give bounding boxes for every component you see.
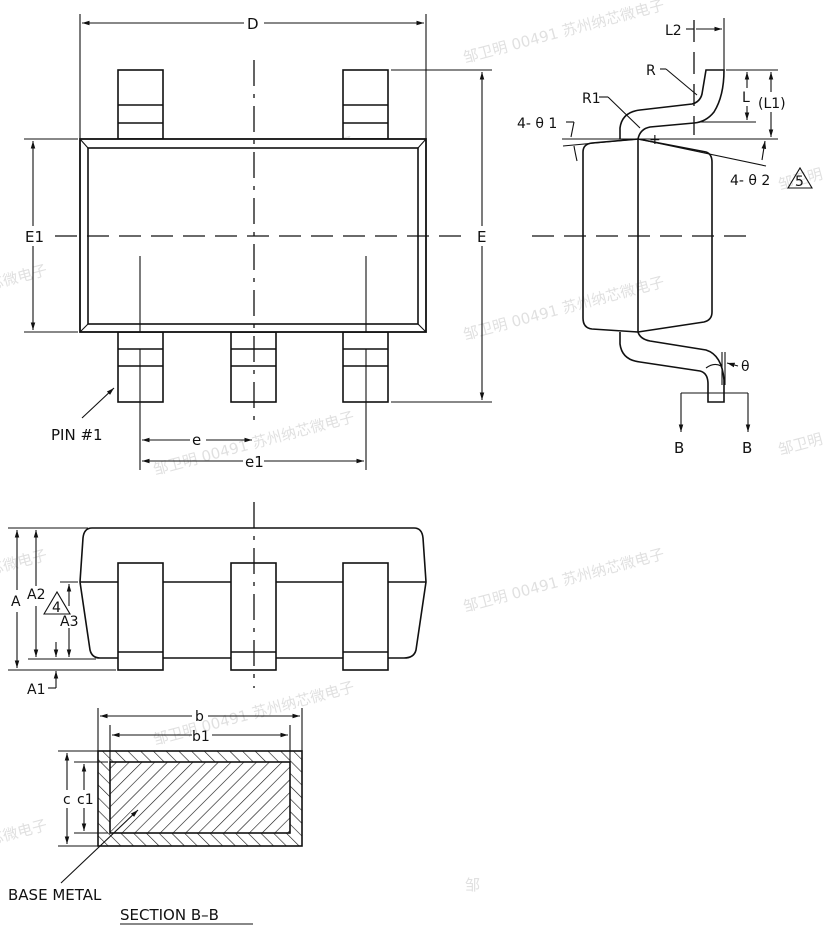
- front-lead-3: [342, 562, 389, 671]
- label-theta1: 4- θ 1: [517, 116, 557, 132]
- dim-label-E: E: [477, 228, 486, 246]
- watermark-text: 芯微电子: [0, 816, 49, 849]
- dim-label-c1: c1: [77, 792, 94, 808]
- dim-label-L: L: [742, 90, 750, 106]
- dim-label-L1: (L1): [758, 96, 786, 112]
- section-title: SECTION B–B: [120, 906, 219, 924]
- base-metal: [109, 761, 291, 834]
- watermark-text: 芯微电子: [0, 261, 49, 294]
- front-view: A A2 4 A3 A1: [8, 502, 427, 698]
- dim-label-A: A: [11, 594, 21, 610]
- label-theta2: 4- θ 2: [730, 173, 770, 189]
- watermark-text: 邹卫明: [776, 430, 824, 459]
- note-5-label: 5: [795, 174, 804, 190]
- dim-label-R1: R1: [582, 91, 601, 107]
- watermark-text: 邹: [465, 876, 480, 894]
- pin1-label: PIN #1: [51, 426, 103, 444]
- watermark-text: 邹卫明 00491 苏州纳芯微电子: [151, 678, 356, 749]
- dim-label-D: D: [247, 15, 259, 33]
- watermark-text: 邹卫明 00491 苏州纳芯微电子: [461, 0, 666, 67]
- dim-label-A3: A3: [60, 614, 78, 630]
- dim-label-b: b: [195, 709, 204, 725]
- top-pin-left: [117, 69, 164, 140]
- dim-label-A2: A2: [27, 587, 45, 603]
- note-4-label: 4: [52, 600, 61, 616]
- dim-label-b1: b1: [192, 729, 210, 745]
- section-mark-B-right: B: [742, 439, 752, 457]
- side-view: + L2 R R1 L (L1) 4- θ 1 4- θ 2 5: [517, 18, 813, 457]
- front-lead-1: [117, 562, 164, 671]
- base-metal-label: BASE METAL: [8, 886, 102, 904]
- dim-label-c: c: [63, 792, 71, 808]
- note-triangle-4: [43, 590, 71, 615]
- dim-label-E1: E1: [25, 228, 44, 246]
- note-triangle-5: [787, 166, 813, 189]
- label-theta: θ: [741, 359, 750, 375]
- watermark-text: 邹卫明 00491 苏州纳芯微电子: [461, 273, 666, 344]
- watermark-text: 邹卫明 00491 苏州纳芯微电子: [461, 545, 666, 616]
- watermark-text: 芯微电子: [0, 546, 49, 579]
- dim-label-L2: L2: [665, 23, 682, 39]
- top-pin-right: [342, 69, 389, 140]
- top-view: D E1 E e e1 PIN #1: [24, 14, 492, 471]
- dim-label-e1: e1: [245, 453, 264, 471]
- dim-label-e: e: [192, 431, 201, 449]
- section-mark-B-left: B: [674, 439, 684, 457]
- section-b-b: b b1 c c1 BASE METAL SECTION B–B: [8, 708, 303, 925]
- svg-text:+: +: [649, 132, 661, 148]
- dim-label-A1: A1: [27, 682, 45, 698]
- dim-label-R: R: [646, 63, 656, 79]
